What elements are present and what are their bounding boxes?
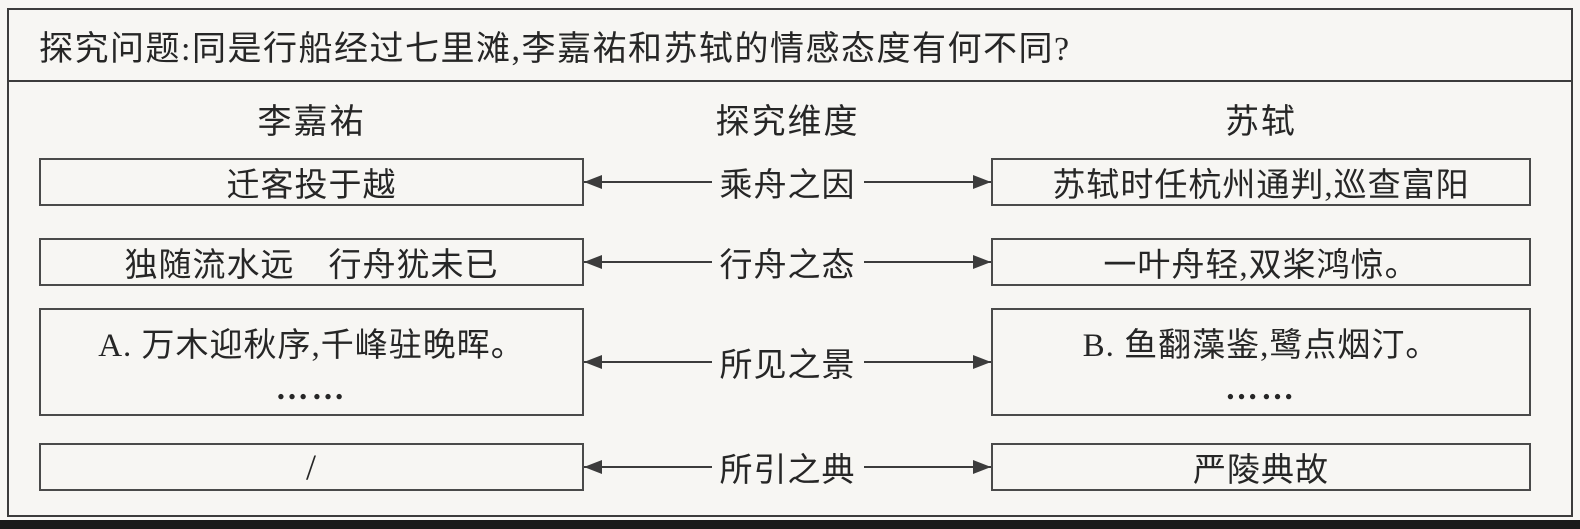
arrow-left-icon [584,361,712,363]
column-header-su-shi: 苏轼 [1225,103,1297,141]
su-shi-manner-cell: 一叶舟轻,双桨鸿惊。 [991,238,1531,286]
li-jiayou-allusion-cell: / [39,443,584,491]
dimension-label: 乘舟之因 [719,168,856,204]
dimension-connector: 乘舟之因 [584,158,991,206]
dimension-label: 所见之景 [719,348,856,384]
su-shi-scenery-cell: B. 鱼翻藻鉴,鹭点烟汀。 …… [991,308,1531,416]
cell-text: 严陵典故 [1193,453,1329,489]
cell-text-line1: A. 万木迎秋序,千峰驻晚晖。 [98,327,525,364]
dimension-connector: 所引之典 [584,443,991,491]
arrow-right-icon [863,361,991,363]
su-shi-reason-cell: 苏轼时任杭州通判,巡查富阳 [991,158,1531,206]
arrow-left-icon [584,466,712,468]
arrow-left-icon [584,181,712,183]
column-header-dimension: 探究维度 [715,103,860,141]
outer-frame: 探究问题:同是行船经过七里滩,李嘉祐和苏轼的情感态度有何不同? 李嘉祐 探究维度… [7,8,1573,517]
page-edge-line [0,520,1580,529]
dimension-connector: 所见之景 [584,338,991,386]
su-shi-allusion-cell: 严陵典故 [991,443,1531,491]
column-header-li-jiayou: 李嘉祐 [257,103,366,141]
cell-text-line1: B. 鱼翻藻鉴,鹭点烟汀。 [1082,327,1440,364]
cell-text: / [305,447,317,487]
comparison-row-manner: 独随流水远 行舟犹未已 行舟之态 一叶舟轻,双桨鸿惊。 [9,238,1571,286]
cell-text: 苏轼时任杭州通判,巡查富阳 [1052,168,1470,204]
ellipsis-text: …… [275,371,348,408]
dimension-label: 所引之典 [719,453,856,489]
comparison-row-allusion: / 所引之典 严陵典故 [9,443,1571,491]
arrow-right-icon [863,261,991,263]
li-jiayou-manner-cell: 独随流水远 行舟犹未已 [39,238,584,286]
comparison-row-reason: 迁客投于越 乘舟之因 苏轼时任杭州通判,巡查富阳 [9,158,1571,206]
cell-text: 一叶舟轻,双桨鸿惊。 [1103,248,1419,284]
li-jiayou-scenery-cell: A. 万木迎秋序,千峰驻晚晖。 …… [39,308,584,416]
dimension-label: 行舟之态 [719,248,856,284]
column-headers: 李嘉祐 探究维度 苏轼 [9,95,1571,141]
cell-text: 迁客投于越 [226,168,397,204]
comparison-row-scenery: A. 万木迎秋序,千峰驻晚晖。 …… 所见之景 B. 鱼翻藻鉴,鹭点烟汀。 …… [9,308,1571,416]
arrow-left-icon [584,261,712,263]
arrow-right-icon [863,466,991,468]
title-bar: 探究问题:同是行船经过七里滩,李嘉祐和苏轼的情感态度有何不同? [9,10,1571,82]
cell-text: 独随流水远 行舟犹未已 [124,248,499,284]
arrow-right-icon [863,181,991,183]
li-jiayou-reason-cell: 迁客投于越 [39,158,584,206]
exploration-question-title: 探究问题:同是行船经过七里滩,李嘉祐和苏轼的情感态度有何不同? [39,30,1071,68]
ellipsis-text: …… [1225,371,1297,408]
dimension-connector: 行舟之态 [584,238,991,286]
